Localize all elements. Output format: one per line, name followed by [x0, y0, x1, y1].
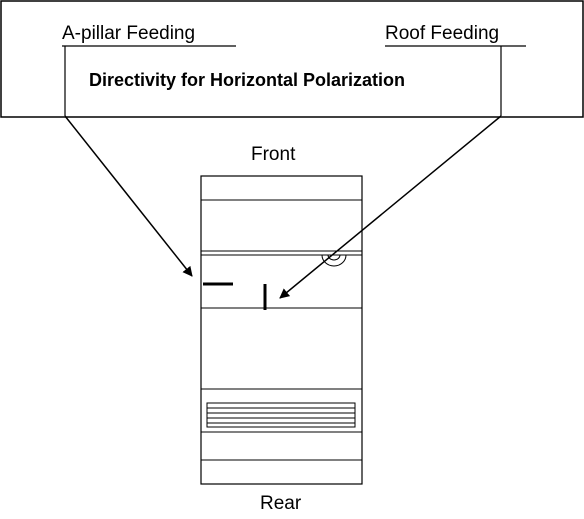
mirror-outer [321, 254, 347, 267]
rear-defroster [206, 402, 356, 428]
diagram-title: Directivity for Horizontal Polarization [89, 70, 406, 90]
roof-feeding-label: Roof Feeding [385, 23, 500, 44]
mirror-inner [327, 254, 341, 261]
car-top-view [200, 175, 363, 485]
a-pillar-arrow [64, 115, 193, 277]
car-body [200, 175, 363, 485]
caption-frame [0, 0, 584, 118]
a-pillar-feeding-label: A-pillar Feeding [62, 23, 196, 44]
front-label: Front [251, 144, 296, 165]
rear-label: Rear [260, 493, 302, 514]
roof-arrow [279, 115, 502, 299]
